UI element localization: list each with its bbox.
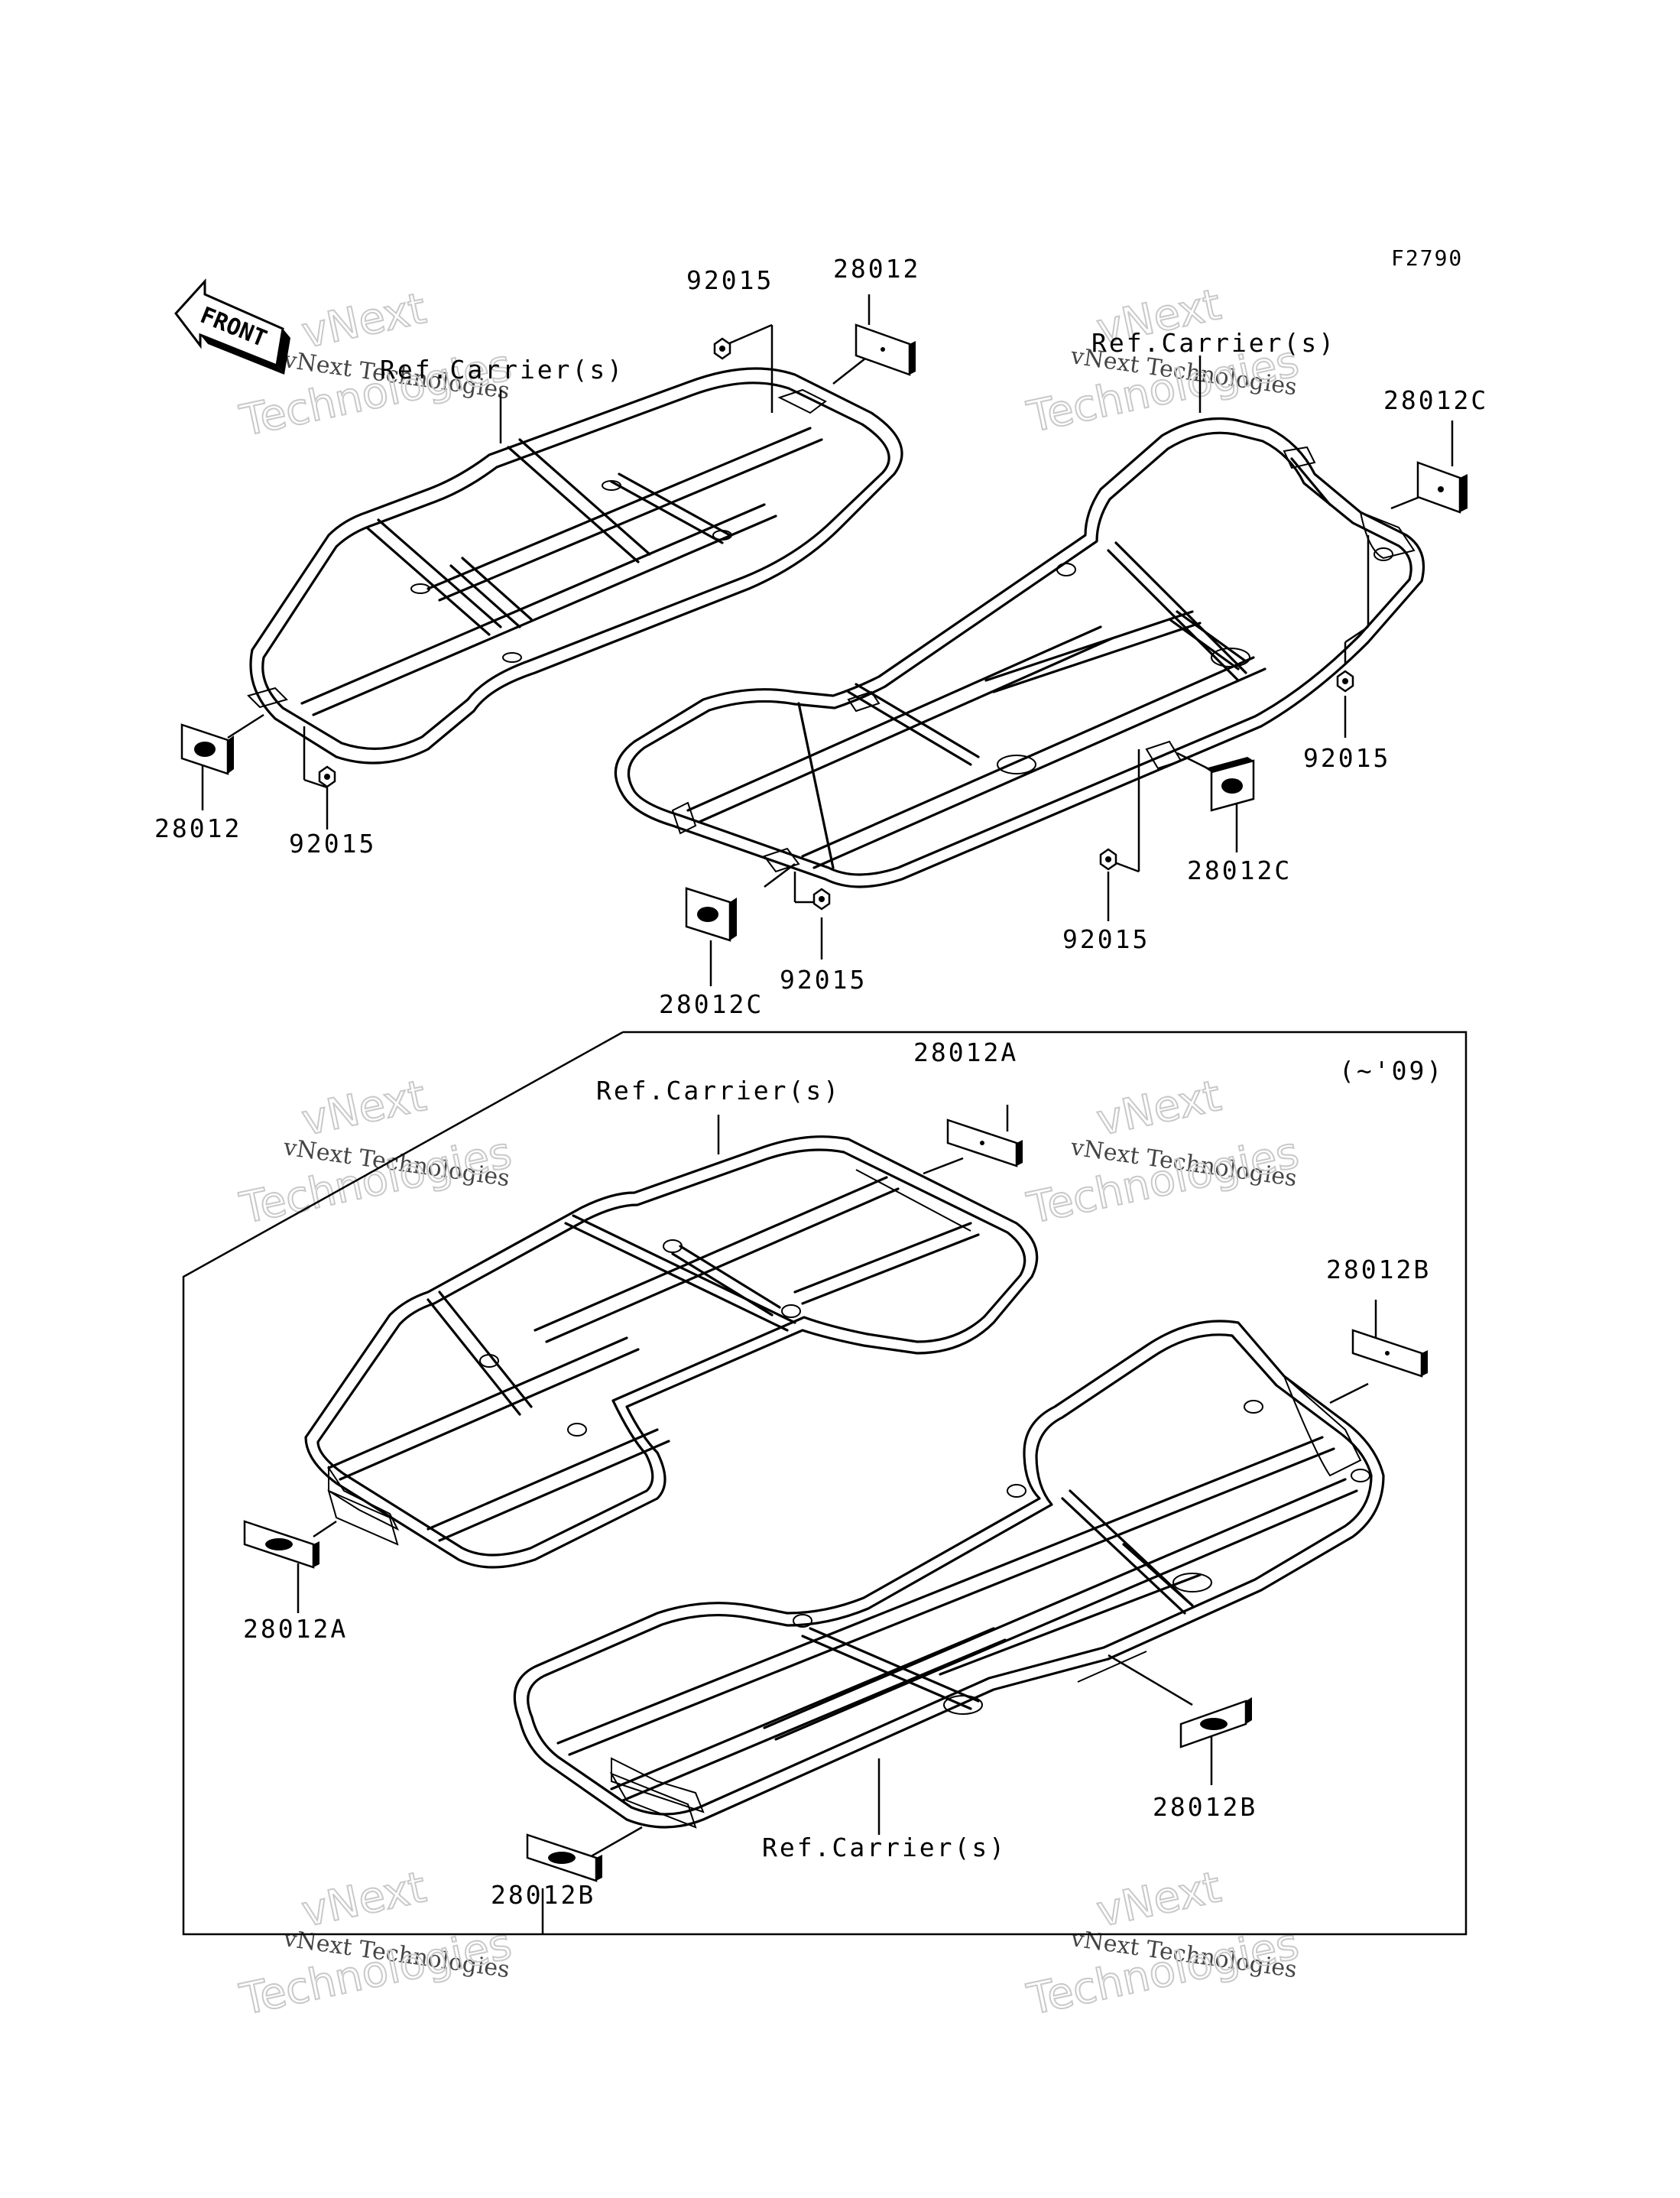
watermark-vnext: vNext: [297, 1862, 430, 1937]
watermark-mid-left: vNext vNext Technologies Technologies: [235, 1070, 516, 1235]
variant-panel-frame: [182, 1031, 1468, 1936]
watermark-technologies: Technologies: [1023, 1128, 1302, 1234]
watermark-vnext: vNext: [1092, 1071, 1225, 1146]
watermark-vnext: vNext: [1092, 1862, 1225, 1937]
label-28012: 28012: [833, 254, 920, 284]
reflector-28012B-icon: [526, 1833, 602, 1882]
watermark-mid-right: vNext vNext Technologies Technologies: [1022, 1070, 1303, 1235]
label-ref-carrier: Ref.Carrier(s): [1091, 328, 1336, 358]
label-ref-carrier: Ref.Carrier(s): [380, 355, 624, 385]
label-28012C: 28012C: [659, 989, 764, 1019]
watermark-technologies: Technologies: [235, 1128, 515, 1234]
watermark-vnext: vNext: [297, 1071, 430, 1146]
figure-code: F2790: [1391, 245, 1463, 271]
front-carrier-top: [247, 367, 903, 765]
label-28012C: 28012C: [1187, 855, 1292, 885]
label-28012C: 28012C: [1383, 385, 1488, 415]
label-28012B: 28012B: [1326, 1255, 1431, 1284]
reflector-28012C-icon: [1205, 757, 1255, 812]
label-28012B: 28012B: [1153, 1792, 1257, 1822]
watermark-group: vNext vNext Technologies Technologies vN…: [235, 279, 1303, 2026]
rear-carrier-top: [614, 417, 1425, 888]
label-28012A: 28012A: [243, 1614, 348, 1644]
nut-92015-icon: [1099, 848, 1117, 871]
label-92015: 92015: [686, 265, 774, 295]
range-note: (~'09): [1339, 1056, 1444, 1086]
reflector-28012B-icon: [1351, 1329, 1428, 1378]
watermark-top-right: vNext vNext Technologies Technologies: [1022, 279, 1303, 443]
nut-92015-icon: [318, 765, 336, 788]
label-92015: 92015: [289, 829, 376, 859]
nut-92015-icon: [713, 337, 731, 360]
nut-92015-icon: [812, 888, 831, 911]
leader-lines-front-top: [201, 294, 871, 830]
reflector-28012C-icon: [1416, 461, 1468, 514]
rear-carrier-lower: [513, 1320, 1385, 1829]
reflector-28012A-icon: [946, 1118, 1023, 1167]
front-carrier-lower: [304, 1135, 1039, 1569]
label-ref-carrier: Ref.Carrier(s): [596, 1076, 841, 1105]
label-28012: 28012: [154, 813, 242, 843]
reflector-28012A-icon: [243, 1520, 319, 1569]
label-28012A: 28012A: [913, 1037, 1018, 1067]
label-92015: 92015: [780, 965, 867, 995]
label-ref-carrier: Ref.Carrier(s): [762, 1833, 1007, 1862]
nut-92015-icon: [1336, 670, 1354, 693]
reflector-28012C-icon: [685, 887, 737, 942]
label-28012B: 28012B: [491, 1880, 595, 1910]
watermark-bottom-right: vNext vNext Technologies Technologies: [1022, 1862, 1303, 2026]
watermark-vnext: vNext: [297, 284, 430, 359]
reflector-28012-icon: [180, 723, 234, 775]
label-92015: 92015: [1303, 743, 1390, 773]
watermark-bottom-left: vNext vNext Technologies Technologies: [235, 1862, 516, 2026]
label-92015: 92015: [1062, 924, 1150, 954]
reflector-28012-icon: [855, 323, 916, 376]
reflector-28012B-icon: [1179, 1697, 1252, 1748]
front-direction-arrow-icon: FRONT: [174, 278, 290, 375]
